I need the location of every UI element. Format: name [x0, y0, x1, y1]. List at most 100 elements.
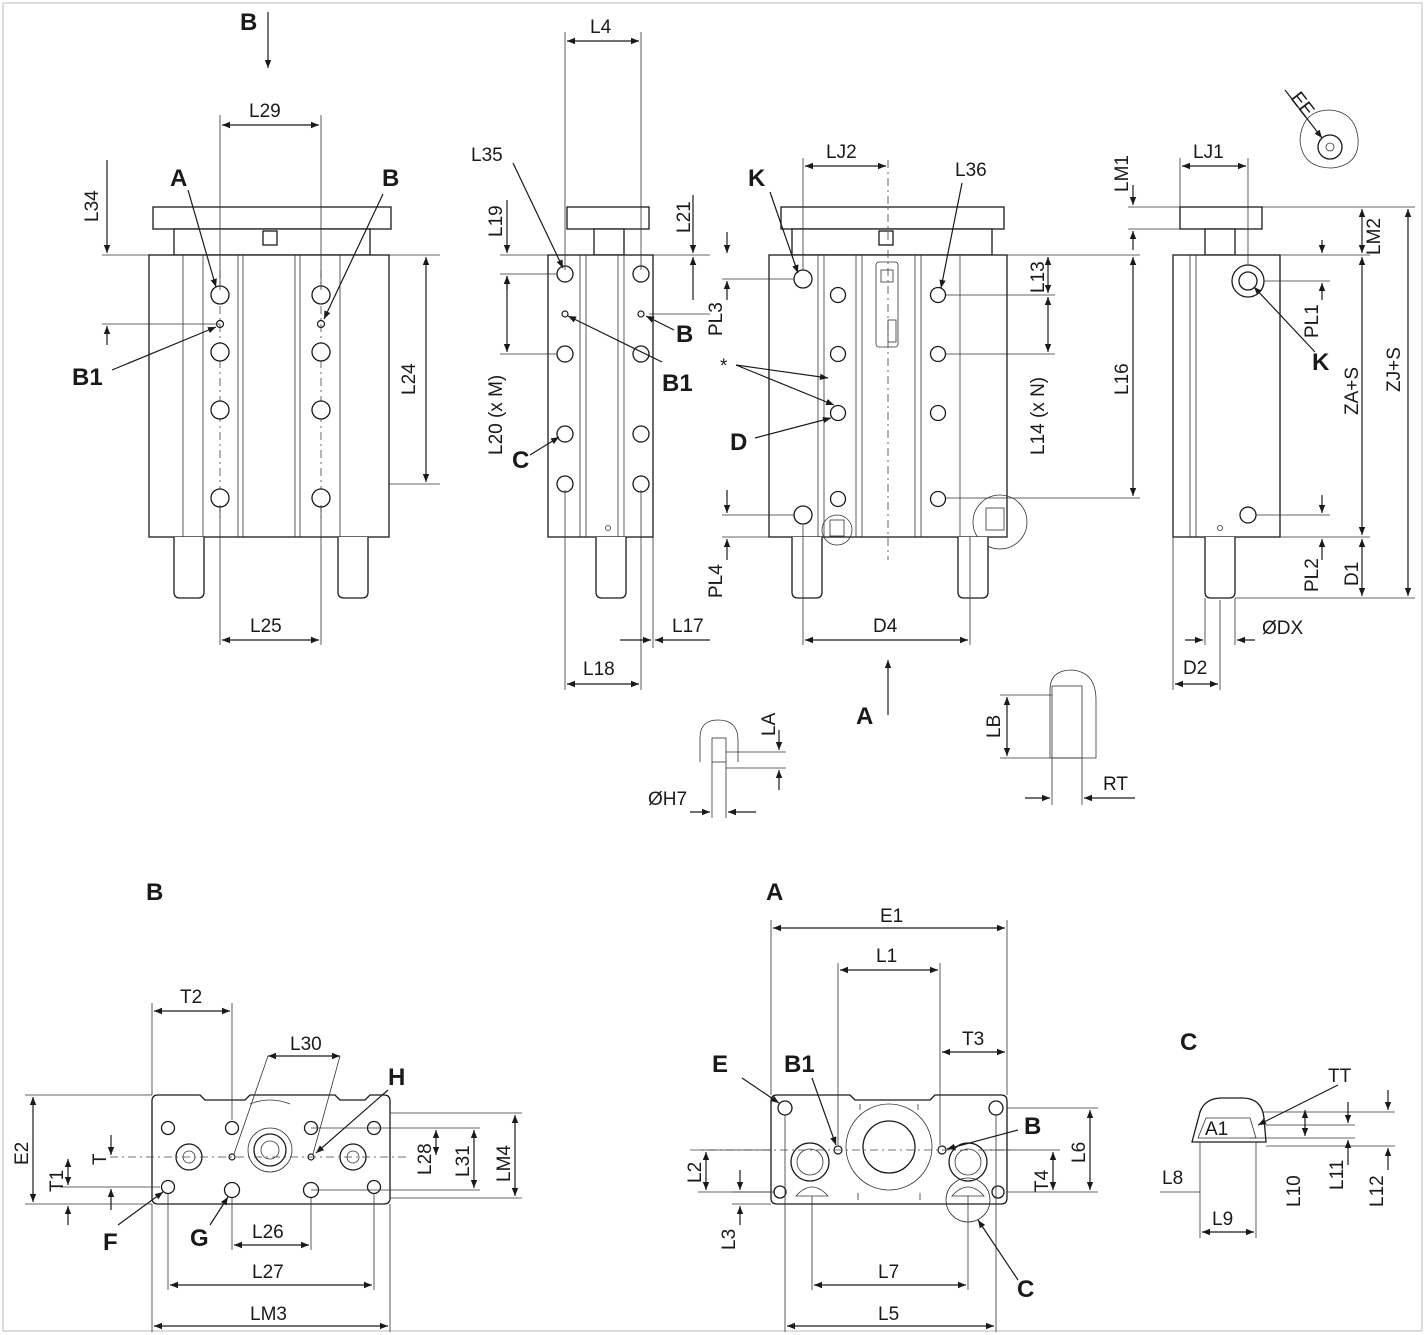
dim-pl1: PL1 — [1302, 304, 1323, 338]
dim-l2: L2 — [685, 1162, 706, 1183]
dim-l31: L31 — [453, 1145, 474, 1177]
dim-l30: L30 — [290, 1034, 322, 1055]
label-d: D — [730, 429, 747, 456]
label-b-side: B — [676, 321, 693, 348]
dim-lm3: LM3 — [250, 1304, 287, 1325]
dim-lb: LB — [984, 715, 1005, 738]
dim-e2: E2 — [12, 1142, 33, 1165]
top-plate — [152, 206, 392, 230]
label-section-a: A — [766, 879, 783, 906]
dim-pl4: PL4 — [706, 564, 727, 598]
dim-l19: L19 — [486, 205, 507, 237]
dim-t: T — [90, 1153, 111, 1165]
dim-e1: E1 — [880, 906, 903, 927]
label-b-section: B — [1024, 1113, 1041, 1140]
dim-l4: L4 — [590, 17, 612, 38]
label-detail-c: C — [1180, 1029, 1197, 1056]
dim-l8: L8 — [1162, 1168, 1183, 1189]
view-side — [500, 32, 710, 690]
dim-t1: T1 — [47, 1170, 68, 1192]
dim-l9: L9 — [1212, 1209, 1233, 1230]
dim-l20: L20 (x M) — [486, 375, 507, 455]
dim-l28: L28 — [415, 1143, 436, 1175]
label-k-right: K — [1312, 349, 1330, 376]
dim-d1: D1 — [1342, 562, 1363, 586]
view-a-section — [690, 920, 1098, 1332]
dim-l35: L35 — [471, 145, 503, 166]
label-view-b: B — [240, 9, 257, 36]
dim-l11: L11 — [1327, 1160, 1348, 1190]
view-b-section-texts: B T2 L30 E2 T1 T L28 L31 LM4 L26 L27 LM3… — [12, 879, 515, 1325]
detail-c — [1160, 1084, 1395, 1238]
dim-l14: L14 (x N) — [1028, 377, 1049, 455]
dim-pl2: PL2 — [1302, 558, 1323, 592]
detail-texts: LA ØH7 LB RT — [648, 712, 1128, 810]
label-f: F — [103, 1229, 118, 1256]
label-e: E — [712, 1051, 728, 1078]
dim-lm1: LM1 — [1112, 155, 1133, 192]
view-side-texts: L4 L35 L19 L21 PL3 L20 (x M) L17 L18 B B… — [471, 17, 727, 680]
dim-d2: D2 — [1183, 658, 1207, 679]
dim-l21: L21 — [674, 201, 695, 233]
screw-head — [262, 230, 278, 246]
dim-l12: L12 — [1367, 1175, 1388, 1207]
dim-l16: L16 — [1112, 363, 1133, 395]
view-b-section — [25, 1003, 522, 1332]
dim-la: LA — [759, 712, 780, 736]
dim-lj2: LJ2 — [826, 142, 857, 163]
dim-dx: ØDX — [1262, 618, 1304, 639]
dim-l18: L18 — [583, 659, 615, 680]
dim-za-s: ZA+S — [1342, 367, 1363, 415]
label-view-a-arrow: A — [856, 703, 873, 730]
detail-la — [690, 719, 786, 818]
label-b1: B1 — [72, 364, 103, 391]
dim-a1: A1 — [1205, 1119, 1228, 1140]
view-right — [1128, 89, 1415, 690]
label-b1-section: B1 — [784, 1051, 815, 1078]
label-b: B — [382, 165, 399, 192]
dim-l3: L3 — [719, 1229, 740, 1250]
dim-l36: L36 — [955, 160, 987, 181]
view-sensor — [722, 158, 1140, 715]
label-a: A — [170, 165, 187, 192]
cylinder-body — [148, 254, 390, 538]
dim-l1: L1 — [876, 946, 897, 967]
dim-t4: T4 — [1032, 1169, 1053, 1192]
dim-l25: L25 — [250, 616, 282, 637]
view-sensor-texts: LJ2 L36 L13 L14 (x N) L16 PL4 D4 * K D A — [706, 142, 1133, 730]
dim-lj1: LJ1 — [1193, 142, 1224, 163]
label-k: K — [748, 165, 766, 192]
dim-l7: L7 — [878, 1262, 899, 1283]
dim-l6: L6 — [1069, 1142, 1090, 1163]
dim-l10: L10 — [1284, 1175, 1305, 1207]
dim-t2: T2 — [180, 987, 202, 1008]
dim-lm2: LM2 — [1364, 218, 1385, 255]
label-b1-side: B1 — [662, 370, 693, 397]
dim-h7: ØH7 — [648, 789, 687, 810]
label-c-side: C — [512, 447, 529, 474]
dim-d4: D4 — [873, 616, 898, 637]
dim-l27: L27 — [252, 1262, 284, 1283]
dim-l17: L17 — [672, 616, 704, 637]
dim-ee: EE — [1286, 88, 1318, 121]
view-front-texts: B L29 L25 L34 L24 A B B1 — [72, 9, 420, 637]
label-section-b: B — [146, 879, 163, 906]
dim-tt: TT — [1328, 1066, 1352, 1087]
label-c-section: C — [1017, 1276, 1034, 1303]
dim-l5: L5 — [878, 1304, 899, 1325]
label-h: H — [388, 1064, 405, 1091]
label-g: G — [190, 1225, 209, 1252]
detail-lb — [1000, 669, 1135, 805]
detail-c-texts: C TT A1 L8 L9 L10 L11 L12 — [1162, 1029, 1388, 1230]
dim-l29: L29 — [249, 101, 281, 122]
dim-zj-s: ZJ+S — [1384, 347, 1405, 392]
dim-l24: L24 — [399, 363, 420, 395]
dim-rt: RT — [1103, 774, 1128, 795]
dim-l26: L26 — [252, 1222, 284, 1243]
view-front — [102, 12, 440, 645]
dim-t3: T3 — [962, 1029, 984, 1050]
dim-l34: L34 — [82, 190, 103, 222]
